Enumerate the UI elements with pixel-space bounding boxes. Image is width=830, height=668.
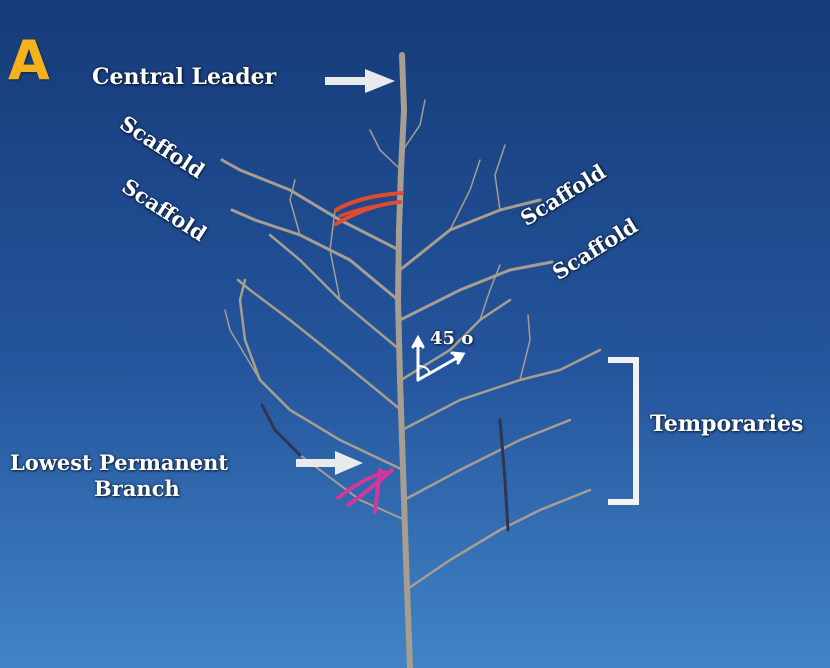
upper-twig-2	[402, 99, 426, 151]
right-scaffold-upper	[398, 198, 542, 272]
right-temporary-2	[402, 418, 572, 502]
bracket-icon	[608, 357, 639, 505]
dark-branch-shadows	[260, 403, 510, 532]
scaffold-ribbon	[334, 191, 404, 226]
angle-label: 45 o	[430, 328, 474, 349]
arrow-right-icon	[296, 451, 363, 475]
upper-twig	[369, 129, 402, 171]
left-twig-3	[224, 309, 261, 381]
panel-letter: A	[8, 29, 50, 92]
left-branch-4	[236, 278, 403, 412]
right-scaffold-lower	[398, 260, 554, 322]
arrow-right-icon	[325, 69, 395, 93]
left-twig-1	[329, 209, 341, 301]
tree	[220, 52, 602, 668]
central-leader-label: Central Leader	[92, 64, 277, 90]
left-branch-3	[268, 233, 402, 352]
right-branch-3	[399, 298, 512, 382]
right-twig-2	[494, 144, 506, 211]
left-scaffold-upper	[220, 158, 401, 252]
right-twig-1	[449, 159, 481, 231]
left-twig-2	[289, 179, 301, 236]
lowest-permanent-label: Lowest Permanent	[10, 450, 229, 475]
angle-marker-icon	[411, 334, 466, 382]
right-temporary-3	[404, 488, 592, 592]
branch-label: Branch	[94, 476, 180, 501]
right-twig-3	[479, 264, 501, 321]
lowest-branch-ribbon	[336, 468, 394, 514]
right-twig-4	[519, 314, 531, 381]
temporaries-label: Temporaries	[650, 411, 804, 437]
